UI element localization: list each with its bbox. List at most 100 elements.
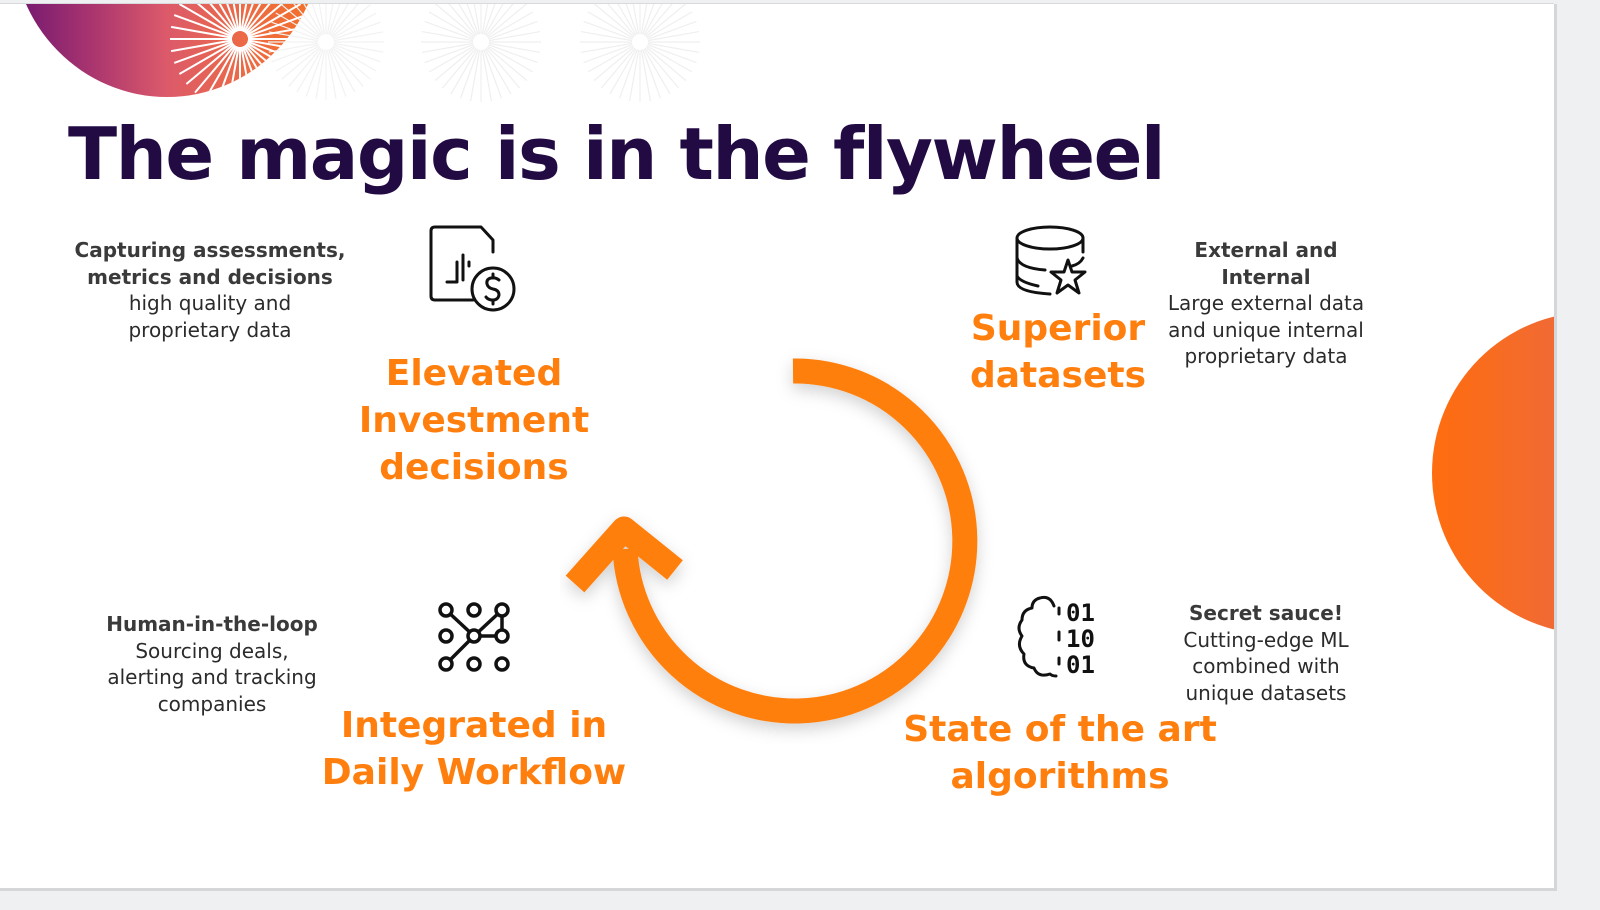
- description-body-line: proprietary data: [1184, 344, 1348, 368]
- starburst-ray: [459, 49, 479, 99]
- starburst-ray: [424, 44, 474, 64]
- stage-label-line: Elevated: [385, 353, 563, 394]
- stage-label-superior: Superior datasets: [908, 305, 1208, 399]
- starburst-ray: [170, 25, 233, 39]
- starburst-ray: [194, 44, 236, 94]
- starburst-ray: [305, 49, 324, 97]
- description-body-line: combined with: [1192, 654, 1340, 678]
- starburst: [421, 4, 541, 102]
- starburst-ray: [441, 47, 477, 89]
- description-heading-line: Capturing assessments,: [74, 238, 346, 262]
- binary-digits-row: 01: [1066, 599, 1095, 627]
- starburst-ray: [315, 49, 326, 100]
- binary-digits-row: 10: [1066, 625, 1095, 653]
- starburst-ray: [645, 46, 687, 82]
- description-body-line: proprietary data: [128, 317, 292, 342]
- starburst-ray: [644, 47, 680, 89]
- starburst-ray: [632, 4, 640, 35]
- slide-border: [1554, 4, 1557, 890]
- description-body-line: Large external data: [1167, 291, 1365, 315]
- starburst-ray: [241, 4, 265, 32]
- starburst-ray: [647, 30, 700, 42]
- starburst-ray: [473, 4, 481, 35]
- starburst-ray: [328, 4, 341, 35]
- starburst-ray: [640, 49, 652, 102]
- description-body-line: unique datasets: [1185, 680, 1347, 705]
- starburst-ray: [428, 45, 475, 73]
- starburst-ray: [609, 48, 637, 95]
- starburst-ray: [275, 45, 320, 72]
- starburst-ray: [329, 48, 356, 93]
- starburst-ray: [600, 47, 636, 89]
- starburst-ray: [647, 42, 700, 54]
- starburst-ray: [485, 4, 514, 37]
- starburst-ray: [628, 49, 640, 102]
- starburst: [268, 4, 384, 100]
- starburst-ray: [215, 4, 239, 32]
- stage-label-line: decisions: [379, 447, 569, 488]
- starburst-ray: [268, 42, 319, 53]
- description-heading-line: Secret sauce!: [1189, 601, 1343, 625]
- stage-label-line: datasets: [969, 355, 1147, 396]
- starburst-ray: [617, 4, 637, 36]
- starburst-ray: [484, 4, 504, 36]
- starburst-ray: [646, 11, 693, 39]
- stage-label-algorithms: State of the art algorithms: [880, 706, 1240, 800]
- starburst-ray: [333, 42, 384, 53]
- stage-label-line: Investment: [358, 400, 590, 441]
- starburst-ray: [642, 4, 655, 35]
- starburst-ray: [421, 42, 474, 54]
- starburst: [580, 4, 700, 102]
- starburst-ray: [646, 45, 693, 73]
- starburst-ray: [450, 48, 478, 95]
- starburst-ray: [640, 4, 648, 35]
- starburst-ray: [275, 12, 320, 39]
- starburst-ray: [185, 4, 235, 35]
- starburst-ray: [580, 30, 633, 42]
- starburst-ray: [644, 4, 673, 37]
- starburst-ray: [245, 4, 295, 35]
- starburst-ray: [332, 12, 377, 39]
- starburst-ray: [448, 4, 477, 37]
- starburst-ray: [593, 4, 635, 38]
- stage-description-algorithms: Secret sauce! Cutting-edge ML combined w…: [1126, 600, 1406, 706]
- starburst-ray: [194, 4, 236, 34]
- starburst-ray: [469, 49, 481, 102]
- starburst-ray: [642, 49, 662, 99]
- starburst-ray: [647, 20, 697, 40]
- starburst-ray: [424, 20, 474, 40]
- starburst-ray: [583, 44, 633, 64]
- database-star-icon: [1010, 222, 1095, 302]
- starburst-ray: [587, 11, 634, 39]
- starburst-ray: [643, 48, 671, 95]
- starburst-ray: [281, 4, 321, 38]
- starburst-ray: [593, 46, 635, 82]
- slide-border: [0, 888, 1557, 891]
- description-body-line: high quality and: [128, 291, 292, 315]
- starburst-ray: [645, 4, 687, 38]
- starburst-ray: [328, 49, 347, 97]
- description-body-line: alerting and tracking: [107, 665, 317, 689]
- stage-description-elevated: Capturing assessments, metrics and decis…: [60, 237, 360, 343]
- description-heading-line: metrics and decisions: [87, 264, 333, 289]
- starburst-ray: [271, 44, 319, 63]
- starburst-ray: [244, 4, 286, 34]
- starburst-ray: [488, 44, 538, 64]
- starburst-ray: [481, 4, 489, 35]
- starburst-ray: [204, 4, 237, 33]
- starburst-ray: [434, 46, 476, 82]
- description-heading-line: Internal: [1221, 264, 1311, 289]
- starburst-ray: [326, 49, 337, 100]
- starburst-ray: [240, 4, 254, 32]
- starburst-ray: [485, 47, 521, 89]
- stage-label-workflow: Integrated in Daily Workflow: [294, 702, 654, 796]
- starburst-ray: [281, 46, 321, 80]
- starburst-ray: [481, 49, 493, 102]
- starburst-ray: [434, 4, 476, 38]
- starburst-ray: [303, 4, 323, 36]
- starburst-ray: [421, 30, 474, 42]
- stage-label-elevated: Elevated Investment decisions: [324, 350, 624, 491]
- starburst-ray: [246, 4, 302, 36]
- starburst-ray: [625, 4, 638, 35]
- starburst-ray: [583, 20, 633, 40]
